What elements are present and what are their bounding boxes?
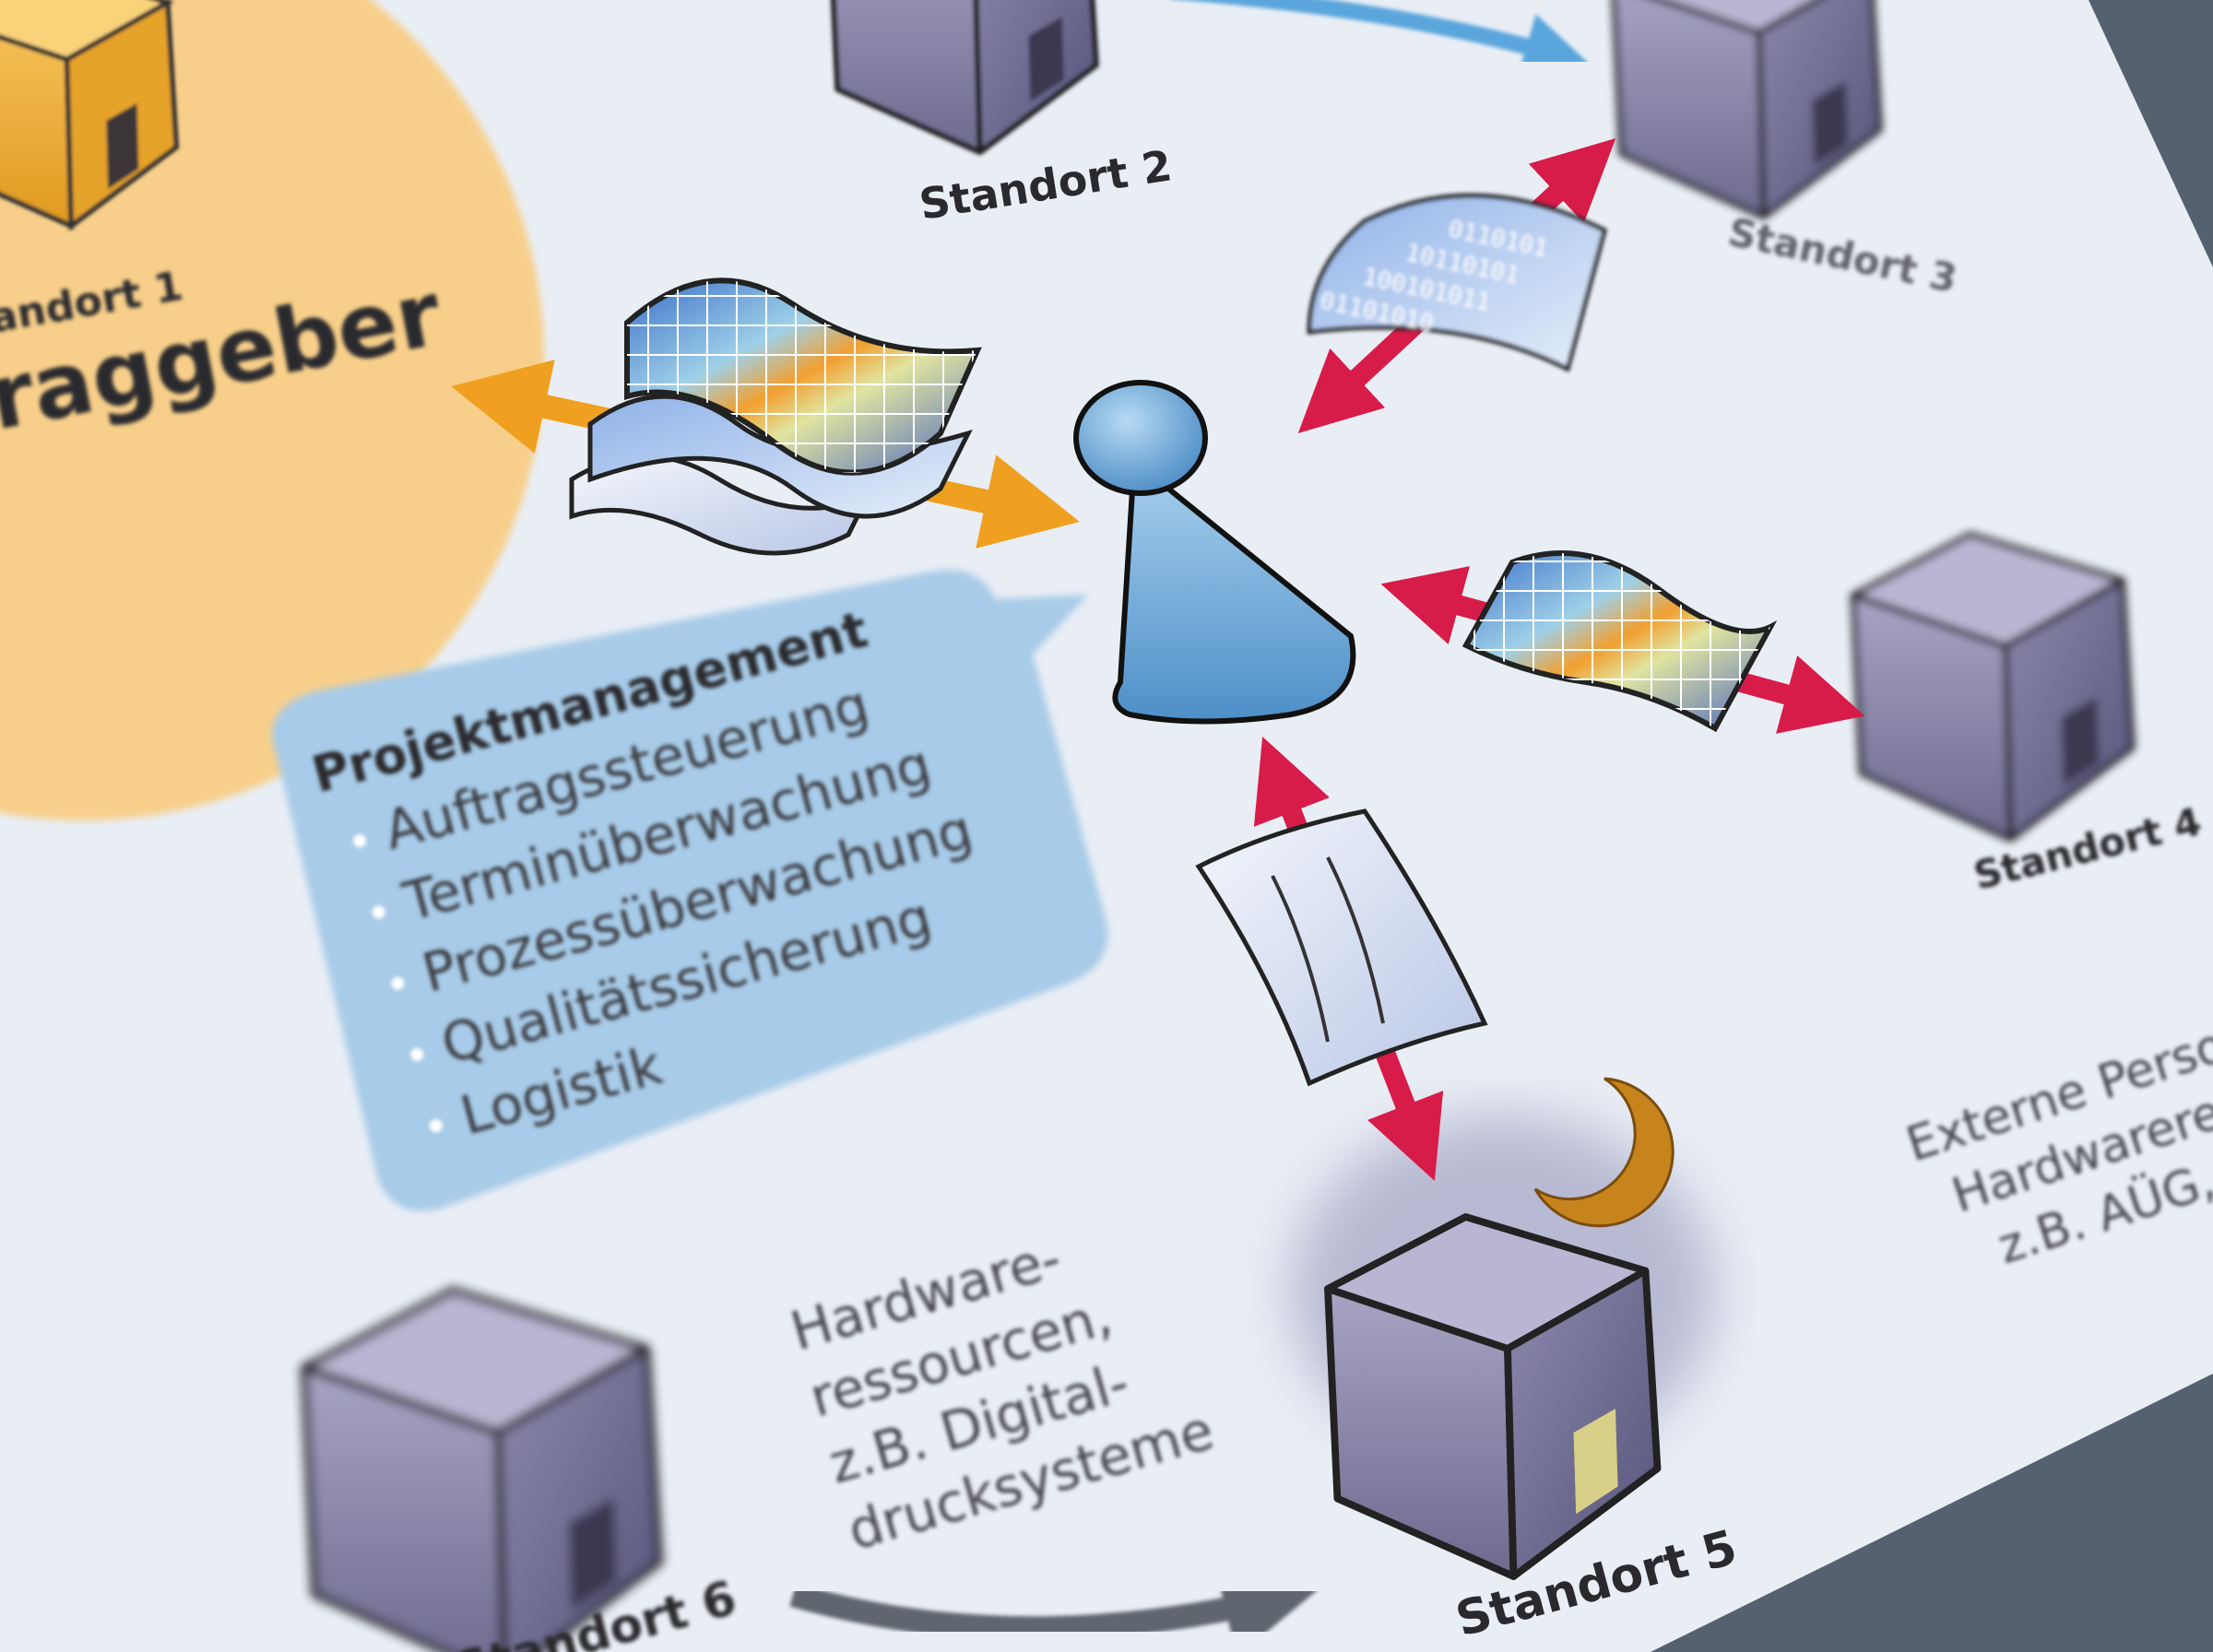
house-standort-3 xyxy=(1614,0,1880,217)
document-stack xyxy=(569,277,982,556)
bullet xyxy=(391,976,405,990)
house-standort-1 xyxy=(0,0,180,231)
arrow-blue-standort-2-3 xyxy=(1181,0,1591,78)
dark-corner-bottom xyxy=(1651,1374,2213,1652)
house-standort-5 xyxy=(1328,1217,1658,1576)
arrow-gray-standort-6-5 xyxy=(789,1564,1320,1652)
house-standort-2 xyxy=(830,0,1096,152)
standort-3-label: Standort 3 xyxy=(1724,209,1961,301)
bullet xyxy=(372,905,385,919)
bullet xyxy=(429,1119,443,1133)
layout-sheet xyxy=(1195,808,1488,1087)
house-standort-6 xyxy=(304,1291,659,1652)
speech-bubble xyxy=(272,570,1108,1211)
bullet xyxy=(410,1047,424,1061)
client-circle xyxy=(0,0,544,820)
project-manager-pawn-icon xyxy=(1073,380,1356,725)
moon-icon xyxy=(1533,1077,1675,1228)
bullet xyxy=(353,834,367,848)
house-standort-4 xyxy=(1853,535,2133,839)
standort-2-label: Standort 2 xyxy=(916,140,1175,230)
binary-sheet: 0110101 10110101 100101011 01101010 xyxy=(1307,193,1607,372)
dark-corner-top xyxy=(2089,0,2213,267)
heatmap-sheet-right xyxy=(1462,550,1778,733)
